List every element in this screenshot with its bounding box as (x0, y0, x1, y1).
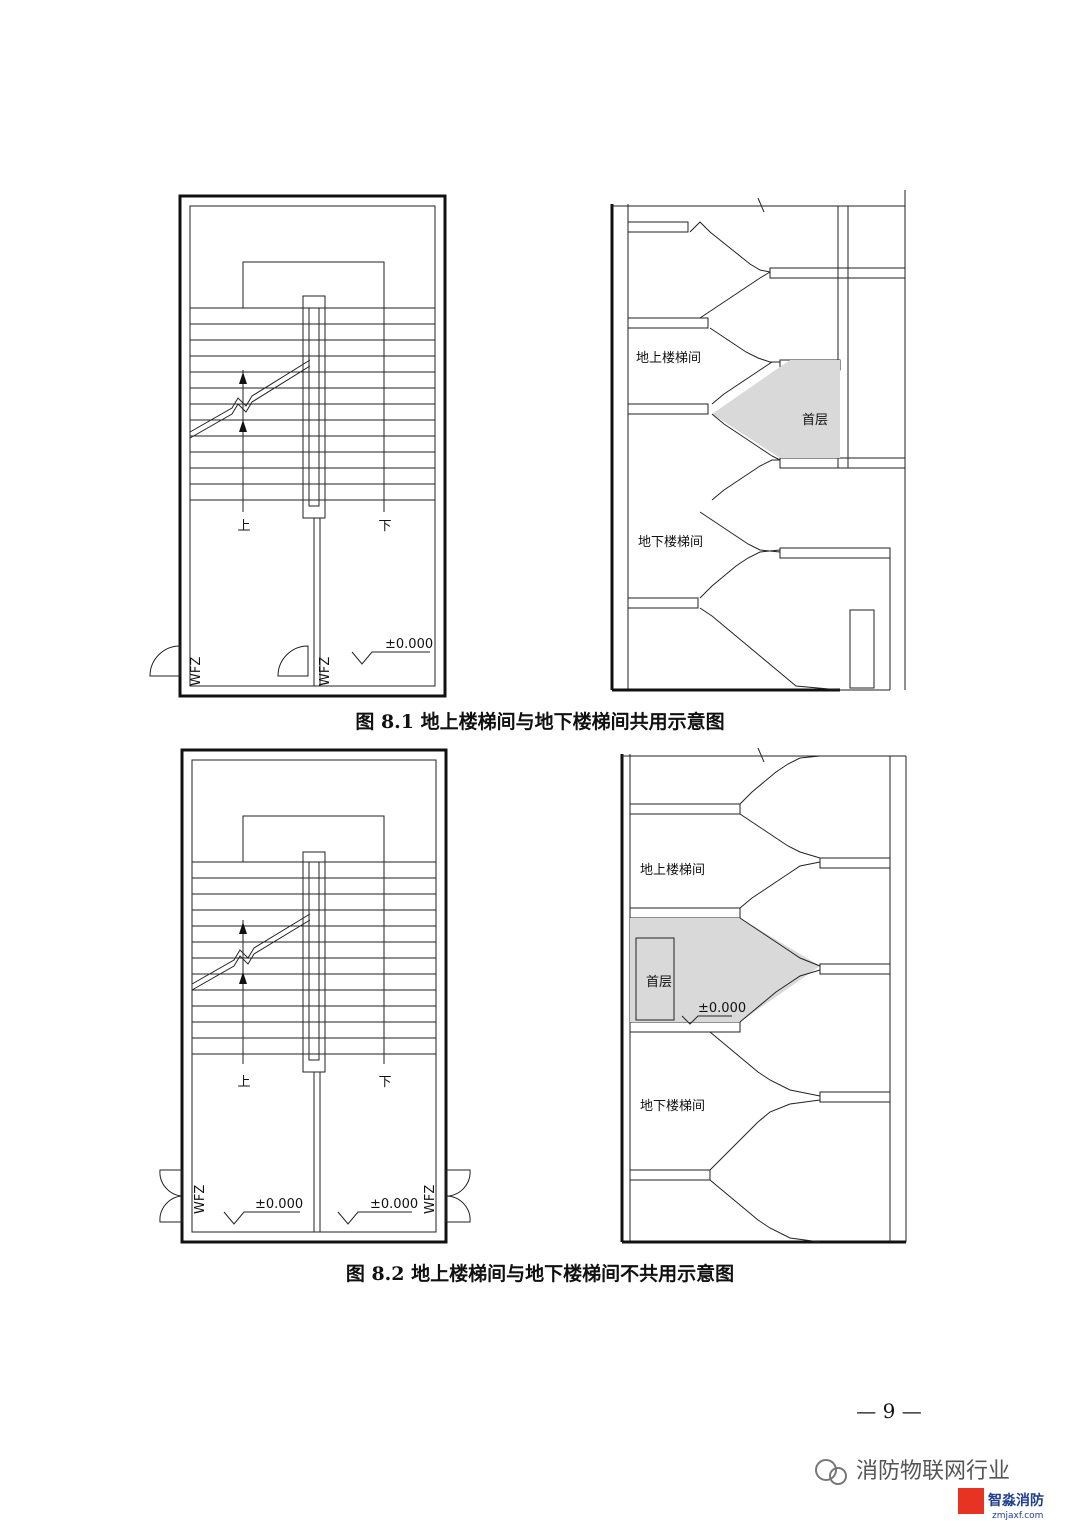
elevation-label: ±0.000 (385, 637, 433, 652)
logo-url: zmjaxf.com (992, 1511, 1043, 1521)
section-below-label: 地下楼梯间 (638, 535, 703, 550)
door-code-left-2: WFZ (193, 1185, 208, 1214)
down-label-2: 下 (378, 1075, 391, 1090)
elevation-left-label: ±0.000 (255, 1197, 303, 1212)
wechat-icon (815, 1459, 837, 1481)
up-label-2: 上 (237, 1075, 250, 1090)
figure2-caption: 图 8.2 地上楼梯间与地下楼梯间不共用示意图 (346, 1262, 734, 1285)
figure2-plan: 上 下 WFZ WFZ ±0.000 ±0.000 (159, 748, 471, 1244)
door-code-left: WFZ (189, 657, 204, 686)
logo-icon (958, 1488, 984, 1514)
logo-text: 智淼消防 (987, 1492, 1044, 1509)
door-code-right-2: WFZ (423, 1185, 438, 1214)
figure2-section: 地上楼梯间 首层 ±0.000 地下楼梯间 (620, 747, 907, 1244)
section-ground-label: 首层 (802, 413, 828, 428)
section-below-label-2: 地下楼梯间 (640, 1099, 705, 1114)
figure1-plan: 上 下 WFZ WFZ ±0.000 (149, 194, 447, 698)
figure1-section: 地上楼梯间 首层 地下楼梯间 (610, 190, 906, 692)
watermark-text: 消防物联网行业 (856, 1459, 1010, 1484)
down-label: 下 (378, 519, 391, 534)
up-label: 上 (237, 519, 250, 534)
section-above-label: 地上楼梯间 (636, 351, 701, 366)
section-ground-label-2: 首层 (646, 975, 672, 990)
section-above-label-2: 地上楼梯间 (640, 863, 705, 878)
section-elevation-label: ±0.000 (698, 1001, 746, 1016)
page-number: — 9 — (856, 1399, 921, 1423)
figure1-caption: 图 8.1 地上楼梯间与地下楼梯间共用示意图 (355, 710, 724, 733)
door-code-right: WFZ (318, 657, 333, 686)
elevation-right-label: ±0.000 (370, 1197, 418, 1212)
watermark: 消防物联网行业 智淼消防 zmjaxf.com (815, 1459, 1044, 1521)
